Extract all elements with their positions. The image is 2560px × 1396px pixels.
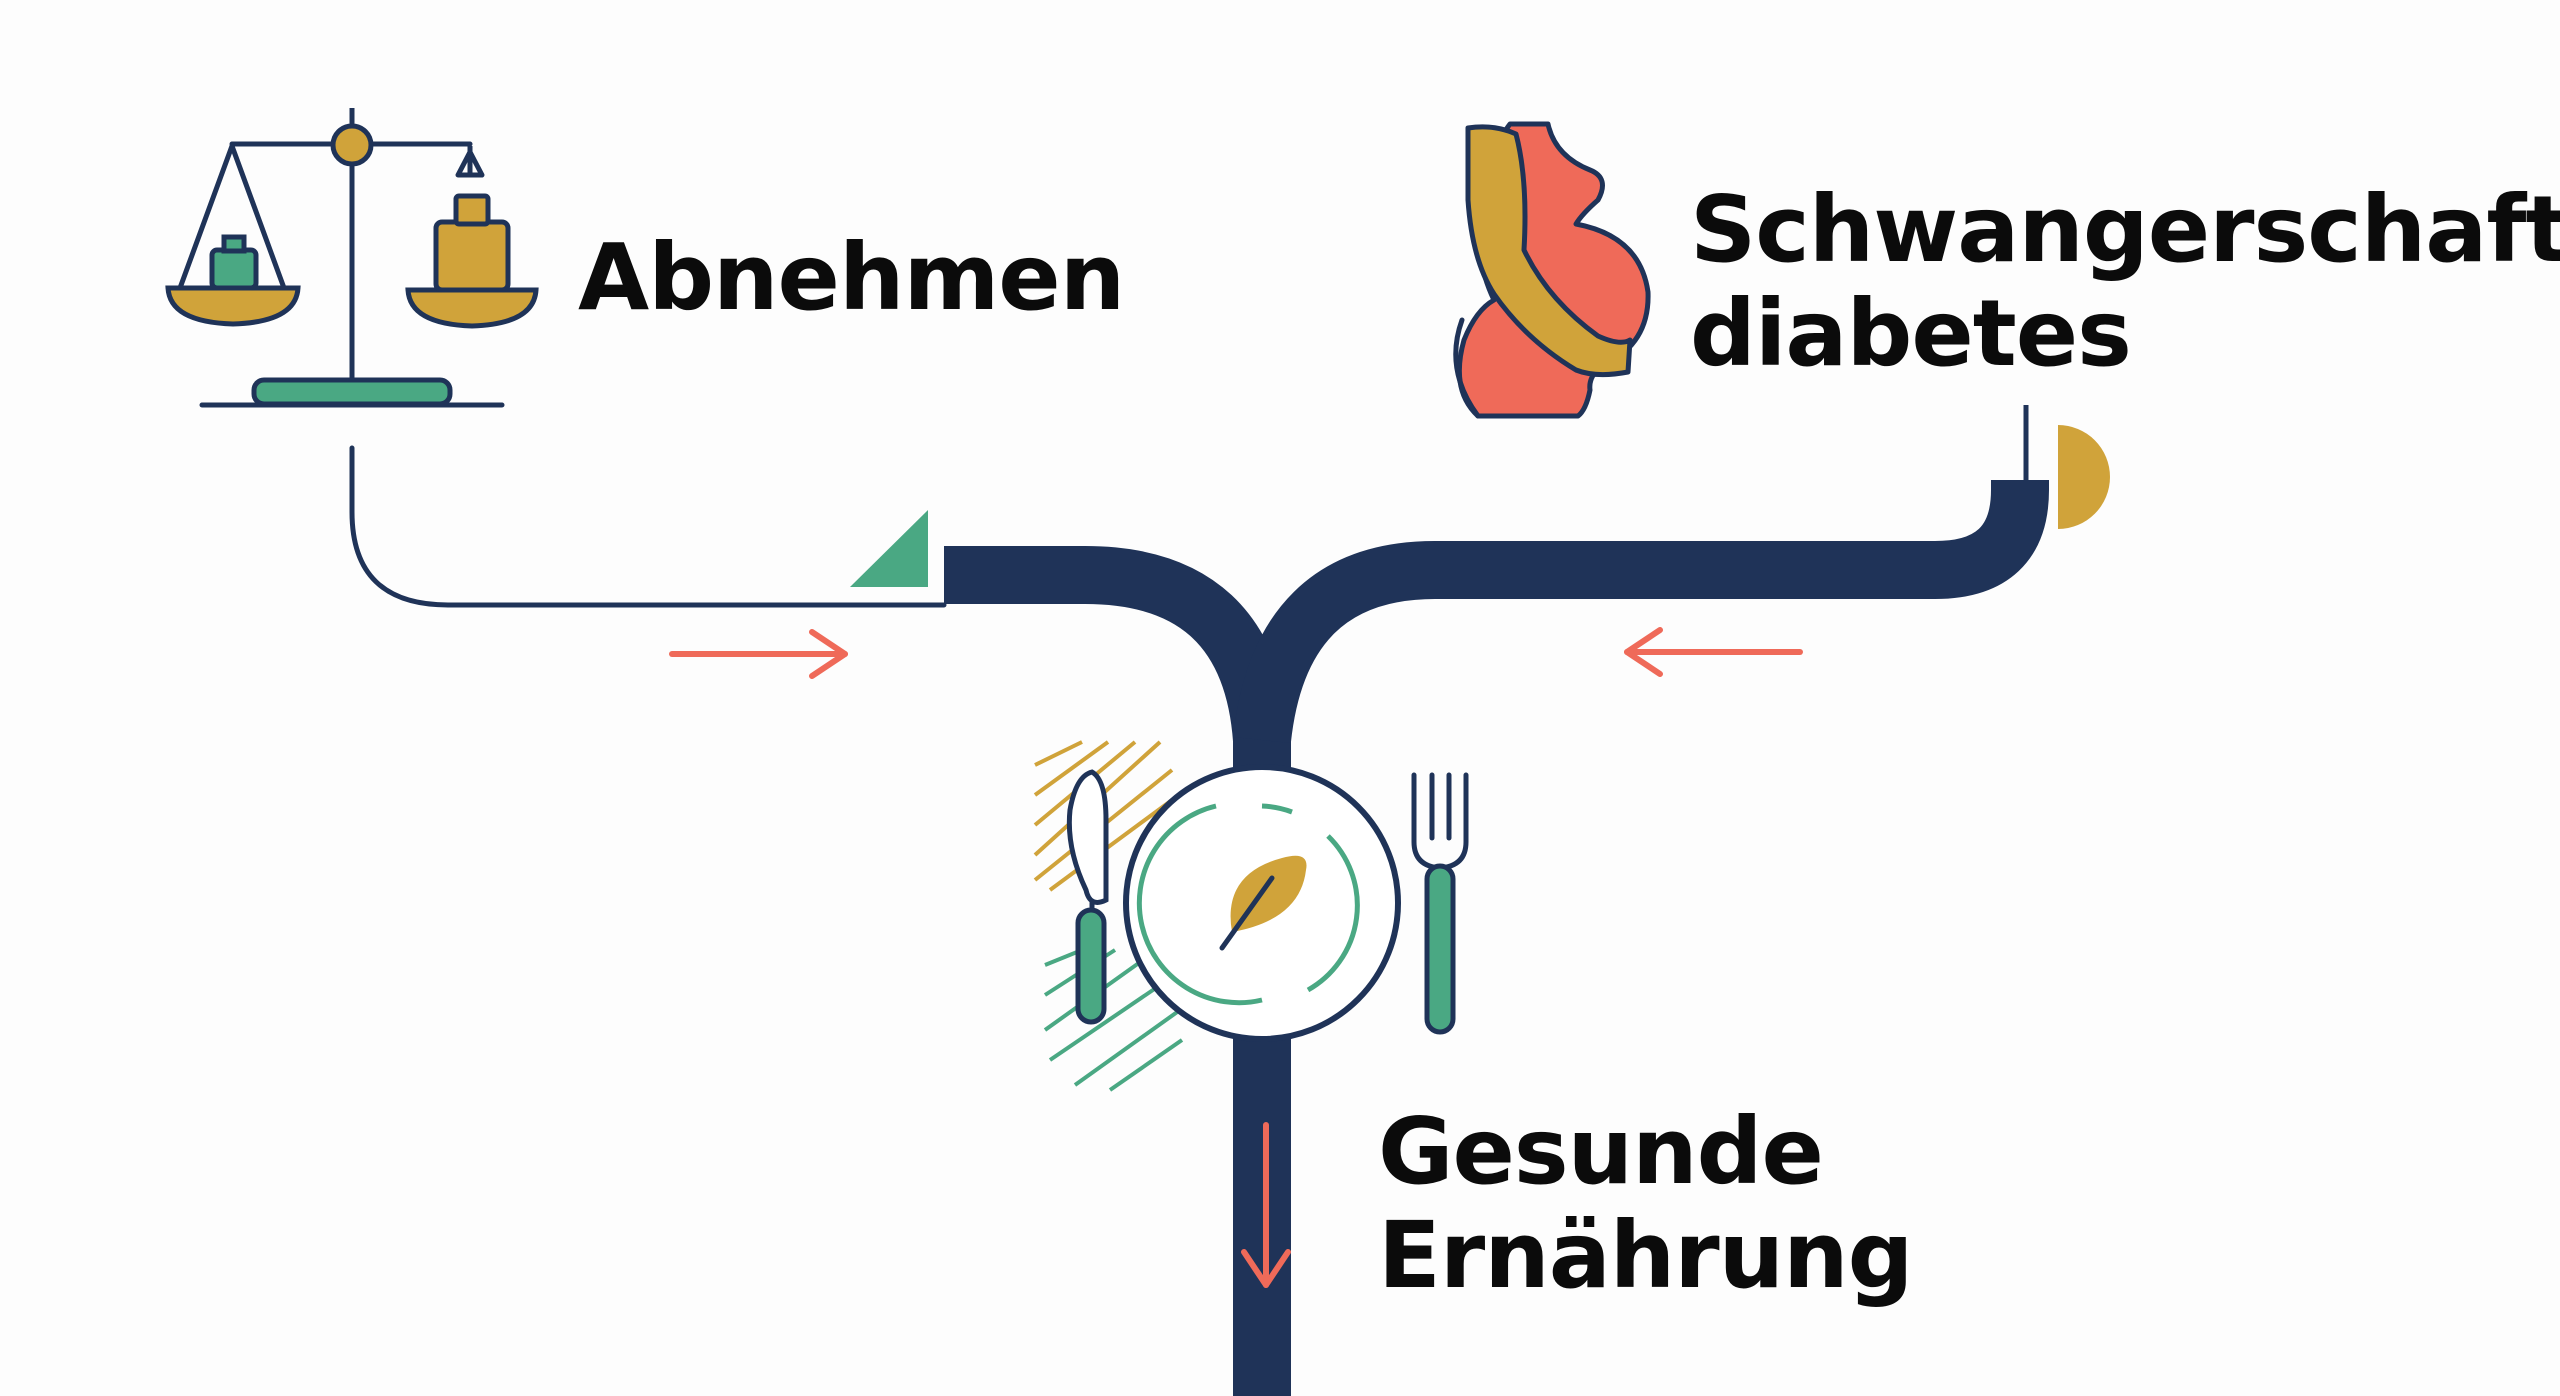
label-weight-loss: Abnehmen (578, 224, 1125, 331)
arrow-left-icon (1624, 627, 1803, 677)
path-network (349, 405, 2110, 1396)
flow-arrows (669, 627, 1803, 1288)
gold-half-circle-marker (2058, 425, 2110, 529)
right-main-branch (1233, 541, 1935, 744)
label-healthy-nutrition: Gesunde Ernährung (1378, 1098, 1914, 1309)
label-healthy-nutrition-line2: Ernährung (1378, 1202, 1914, 1309)
right-hook (1934, 480, 2049, 599)
arrow-down-icon (1241, 1122, 1291, 1288)
label-gestational-diabetes: Schwangerschafts- diabetes (1690, 178, 2560, 386)
green-triangle-marker (850, 510, 928, 587)
left-thin-connector (349, 445, 947, 608)
label-healthy-nutrition-line1: Gesunde (1378, 1098, 1824, 1205)
balance-scale-icon (165, 108, 539, 408)
plate-cutlery-leaf-icon (1033, 740, 1469, 1092)
arrow-right-icon (669, 629, 848, 679)
fork-icon (1411, 772, 1469, 1035)
knife-icon (1066, 769, 1109, 905)
label-gestational-diabetes-line2: diabetes (1690, 280, 2132, 387)
pregnant-woman-icon (1453, 121, 1651, 419)
label-gestational-diabetes-line1: Schwangerschafts- (1690, 176, 2560, 283)
